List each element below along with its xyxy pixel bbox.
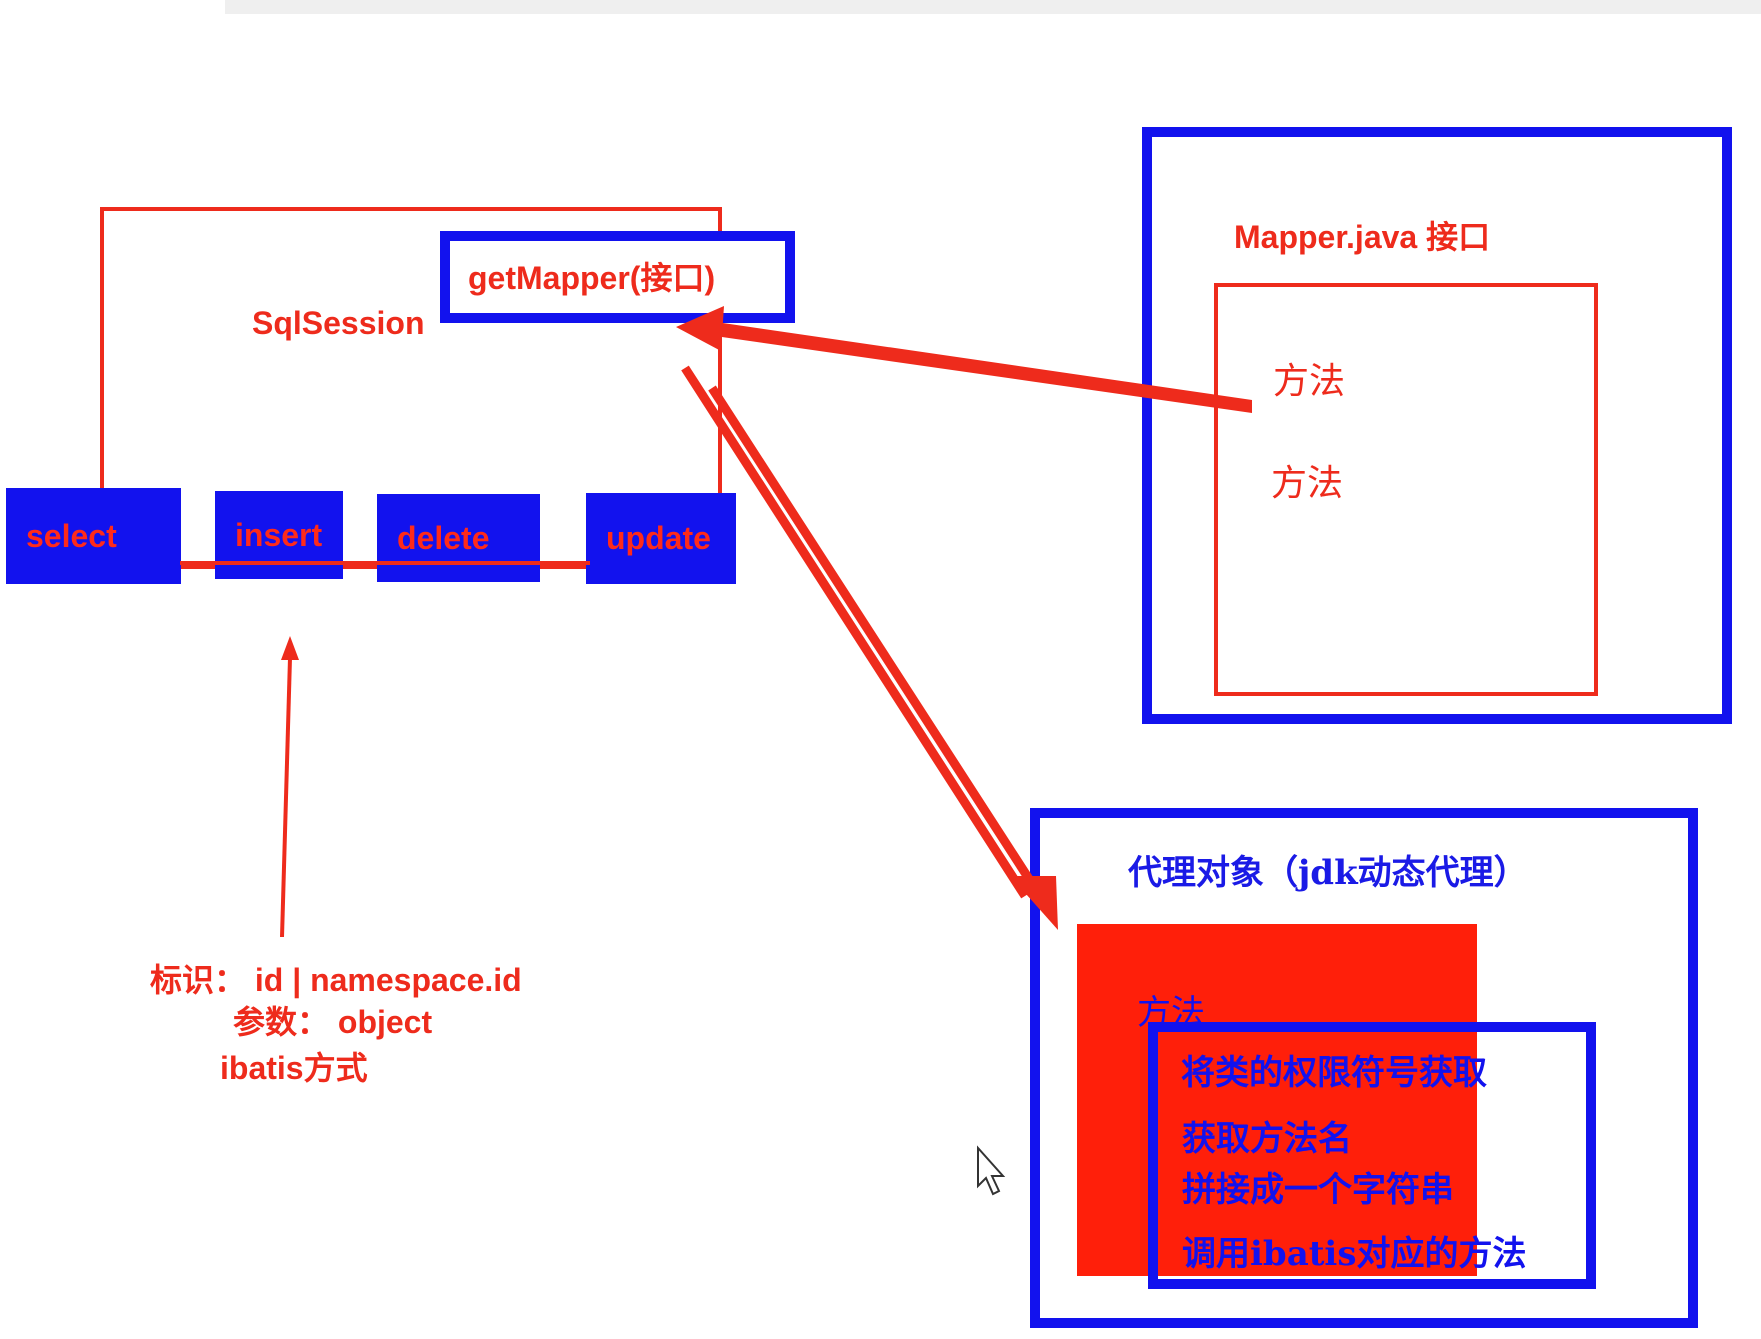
- ibatis-arrowhead: [281, 636, 299, 660]
- select-box: select: [6, 488, 181, 584]
- mapper-interface-frame: [1142, 127, 1732, 724]
- proxy-step-3: 拼接成一个字符串: [1182, 1170, 1454, 1210]
- ibatis-param-line: 参数： object: [233, 1004, 433, 1040]
- ibatis-mode-line: ibatis方式: [220, 1050, 368, 1086]
- proxy-step-2: 获取方法名: [1182, 1119, 1352, 1159]
- get-mapper-box: [440, 231, 795, 323]
- sqlsession-title: SqlSession: [252, 305, 425, 341]
- mapper-to-getmapper-shaft: [715, 322, 1252, 413]
- proxy-method-label: 方法: [1137, 993, 1205, 1033]
- mapper-to-getmapper-arrowhead: [676, 306, 724, 351]
- proxy-method-block: [1077, 924, 1477, 1276]
- mapper-methods-frame: [1214, 283, 1598, 696]
- cursor-icon: [977, 1145, 1006, 1196]
- ibatis-id-line: 标识： id | namespace.id: [150, 962, 522, 998]
- mapper-interface-title: Mapper.java 接口: [1234, 219, 1491, 255]
- getmapper-to-proxy-line-2: [708, 385, 1044, 899]
- proxy-step-4: 调用ibatis对应的方法: [1182, 1234, 1527, 1274]
- delete-box: delete: [377, 494, 540, 582]
- ibatis-arrow-shaft: [280, 657, 292, 938]
- update-box: update: [586, 493, 736, 584]
- getmapper-to-proxy-line-1: [681, 365, 1029, 899]
- proxy-step-1: 将类的权限符号获取: [1181, 1053, 1487, 1093]
- proxy-steps-frame: [1148, 1022, 1596, 1289]
- proxy-title: 代理对象（jdk动态代理）: [1128, 853, 1528, 893]
- mapper-method-1: 方法: [1273, 361, 1346, 402]
- top-strip: [225, 0, 1761, 14]
- mapper-method-2: 方法: [1271, 463, 1344, 504]
- getmapper-to-proxy-arrowhead: [1010, 876, 1058, 930]
- get-mapper-label: getMapper(接口): [468, 260, 716, 296]
- proxy-frame: [1030, 808, 1698, 1328]
